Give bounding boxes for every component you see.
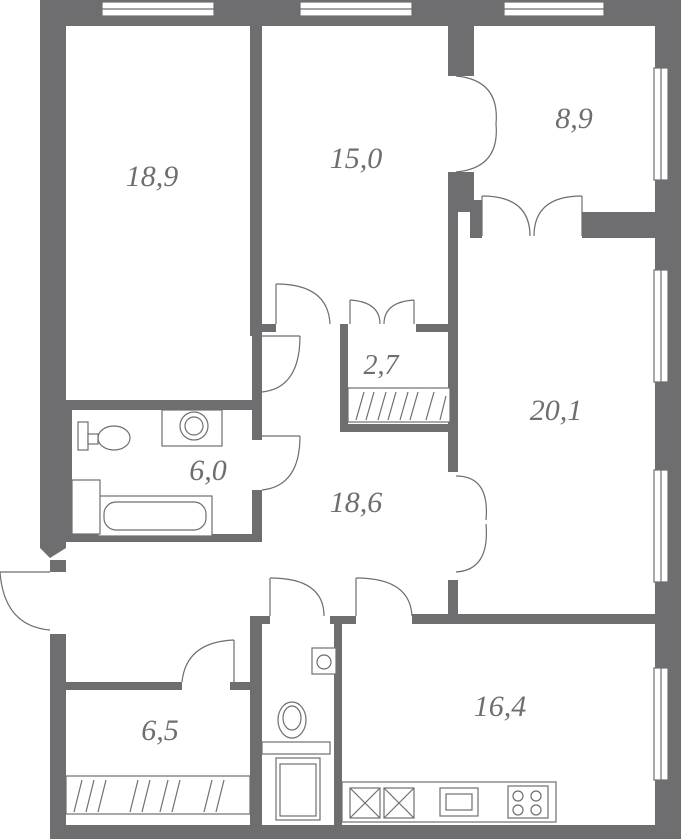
doors — [0, 75, 583, 683]
area-label-bedroom-middle: 15,0 — [330, 142, 383, 175]
windows-right — [653, 67, 669, 781]
area-label-bedroom-left: 18,9 — [126, 160, 179, 193]
area-labels: 18,9 15,0 8,9 2,7 20,1 6,0 18,6 6,5 16,4 — [126, 102, 593, 747]
area-label-closet: 2,7 — [364, 350, 400, 381]
area-label-hallway: 18,6 — [330, 486, 383, 519]
interior-walls — [50, 26, 655, 825]
area-label-kitchen: 16,4 — [474, 690, 527, 723]
area-label-living-room: 20,1 — [530, 394, 583, 427]
fixtures — [65, 387, 557, 823]
area-label-storage: 6,5 — [141, 714, 179, 747]
area-label-bedroom-small: 8,9 — [555, 102, 593, 135]
area-label-bathroom: 6,0 — [189, 454, 227, 487]
windows-top — [101, 1, 605, 17]
